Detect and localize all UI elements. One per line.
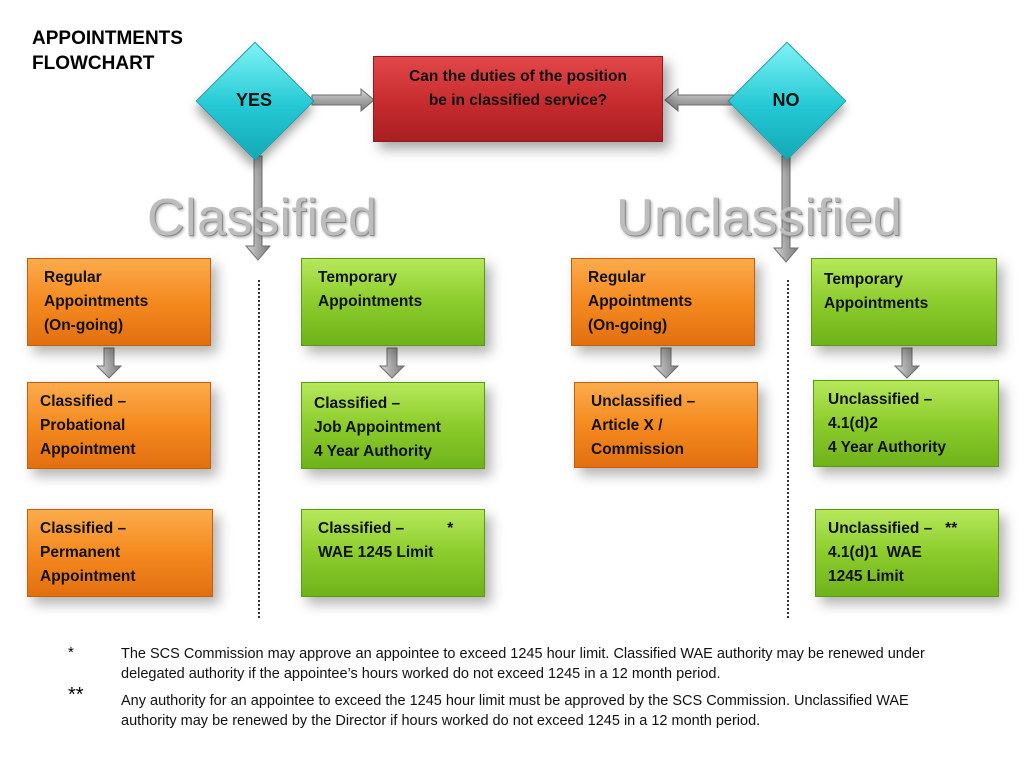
footnote-2-mark: ** [68, 684, 84, 706]
no-label: NO [772, 89, 800, 110]
box-line: Unclassified – [828, 391, 933, 408]
box-line: Classified – [40, 393, 127, 410]
box-line: Probational [40, 417, 126, 434]
footnote-2-text: Any authority for an appointee to exceed… [121, 691, 1001, 731]
box-line: Temporary [824, 271, 903, 288]
classified-permanent-box: Classified – Permanent Appointment [27, 509, 213, 597]
box-line: Classified – * [318, 520, 454, 537]
footnote-2-line-1: Any authority for an appointee to exceed… [121, 693, 909, 709]
arrow-u-temporary-to-authority [893, 347, 921, 379]
box-line: 4.1(d)1 WAE [828, 544, 922, 561]
no-down-arrow [772, 155, 800, 263]
arrow-c-regular-to-probational [95, 347, 123, 379]
arrow-c-temporary-to-job [378, 347, 406, 379]
question-box: Can the duties of the position be in cla… [373, 56, 663, 142]
footnote-2-line-2: authority may be renewed by the Director… [121, 713, 761, 729]
classified-job-appointment-box: Classified – Job Appointment 4 Year Auth… [301, 382, 485, 469]
box-line: Appointments [824, 295, 929, 312]
classified-temporary-box: Temporary Appointments [301, 258, 485, 346]
classified-heading: Classified [147, 189, 378, 247]
footnote-1-text: The SCS Commission may approve an appoin… [121, 644, 1001, 684]
unclassified-divider [787, 280, 789, 618]
box-line: Article X / [591, 417, 663, 434]
box-line: Regular [44, 269, 102, 286]
box-line: 4 Year Authority [314, 443, 433, 460]
box-line: 4.1(d)2 [828, 415, 878, 432]
footnote-1-mark: * [68, 644, 74, 661]
unclassified-article-x-box: Unclassified – Article X / Commission [574, 382, 758, 468]
classified-divider [258, 280, 260, 618]
unclassified-regular-box: Regular Appointments (On-going) [571, 258, 755, 346]
yes-to-question-arrow [311, 87, 375, 113]
box-line: Classified – [314, 395, 401, 412]
box-line: Appointment [40, 441, 136, 458]
arrow-u-regular-to-article [652, 347, 680, 379]
yes-diamond: YES [195, 41, 315, 161]
box-line: (On-going) [588, 317, 668, 334]
question-line-2: be in classified service? [428, 92, 608, 109]
box-line: Job Appointment [314, 419, 441, 436]
box-line: Regular [588, 269, 646, 286]
box-line: WAE 1245 Limit [318, 544, 434, 561]
box-line: Classified – [40, 520, 127, 537]
box-line: Temporary [318, 269, 397, 286]
unclassified-authority-box: Unclassified – 4.1(d)2 4 Year Authority [813, 380, 999, 467]
yes-down-arrow [244, 155, 272, 261]
footnote-1-line-2: delegated authority if the appointee’s h… [121, 666, 721, 682]
box-line: (On-going) [44, 317, 124, 334]
classified-probational-box: Classified – Probational Appointment [27, 382, 211, 469]
box-line: Appointments [318, 293, 423, 310]
box-line: Appointments [44, 293, 149, 310]
unclassified-wae-box: Unclassified – ** 4.1(d)1 WAE 1245 Limit [815, 509, 999, 597]
box-line: Appointments [588, 293, 693, 310]
flowchart-title: APPOINTMENTS FLOWCHART [32, 26, 232, 76]
title-line-1: APPOINTMENTS [32, 28, 183, 49]
no-to-question-arrow [664, 87, 734, 113]
box-line: Commission [591, 441, 685, 458]
box-line: Unclassified – [591, 393, 696, 410]
yes-label: YES [235, 89, 273, 110]
unclassified-temporary-box: Temporary Appointments [811, 258, 997, 346]
title-line-2: FLOWCHART [32, 53, 155, 74]
box-line: Unclassified – ** [828, 520, 958, 537]
classified-regular-box: Regular Appointments (On-going) [27, 258, 211, 346]
no-diamond: NO [727, 41, 847, 161]
unclassified-heading: Unclassified [616, 189, 903, 247]
box-line: 1245 Limit [828, 568, 904, 585]
box-line: Appointment [40, 568, 136, 585]
classified-wae-box: Classified – * WAE 1245 Limit [301, 509, 485, 597]
question-line-1: Can the duties of the position [409, 68, 627, 85]
footnote-1-line-1: The SCS Commission may approve an appoin… [121, 646, 925, 662]
box-line: Permanent [40, 544, 121, 561]
box-line: 4 Year Authority [828, 439, 947, 456]
